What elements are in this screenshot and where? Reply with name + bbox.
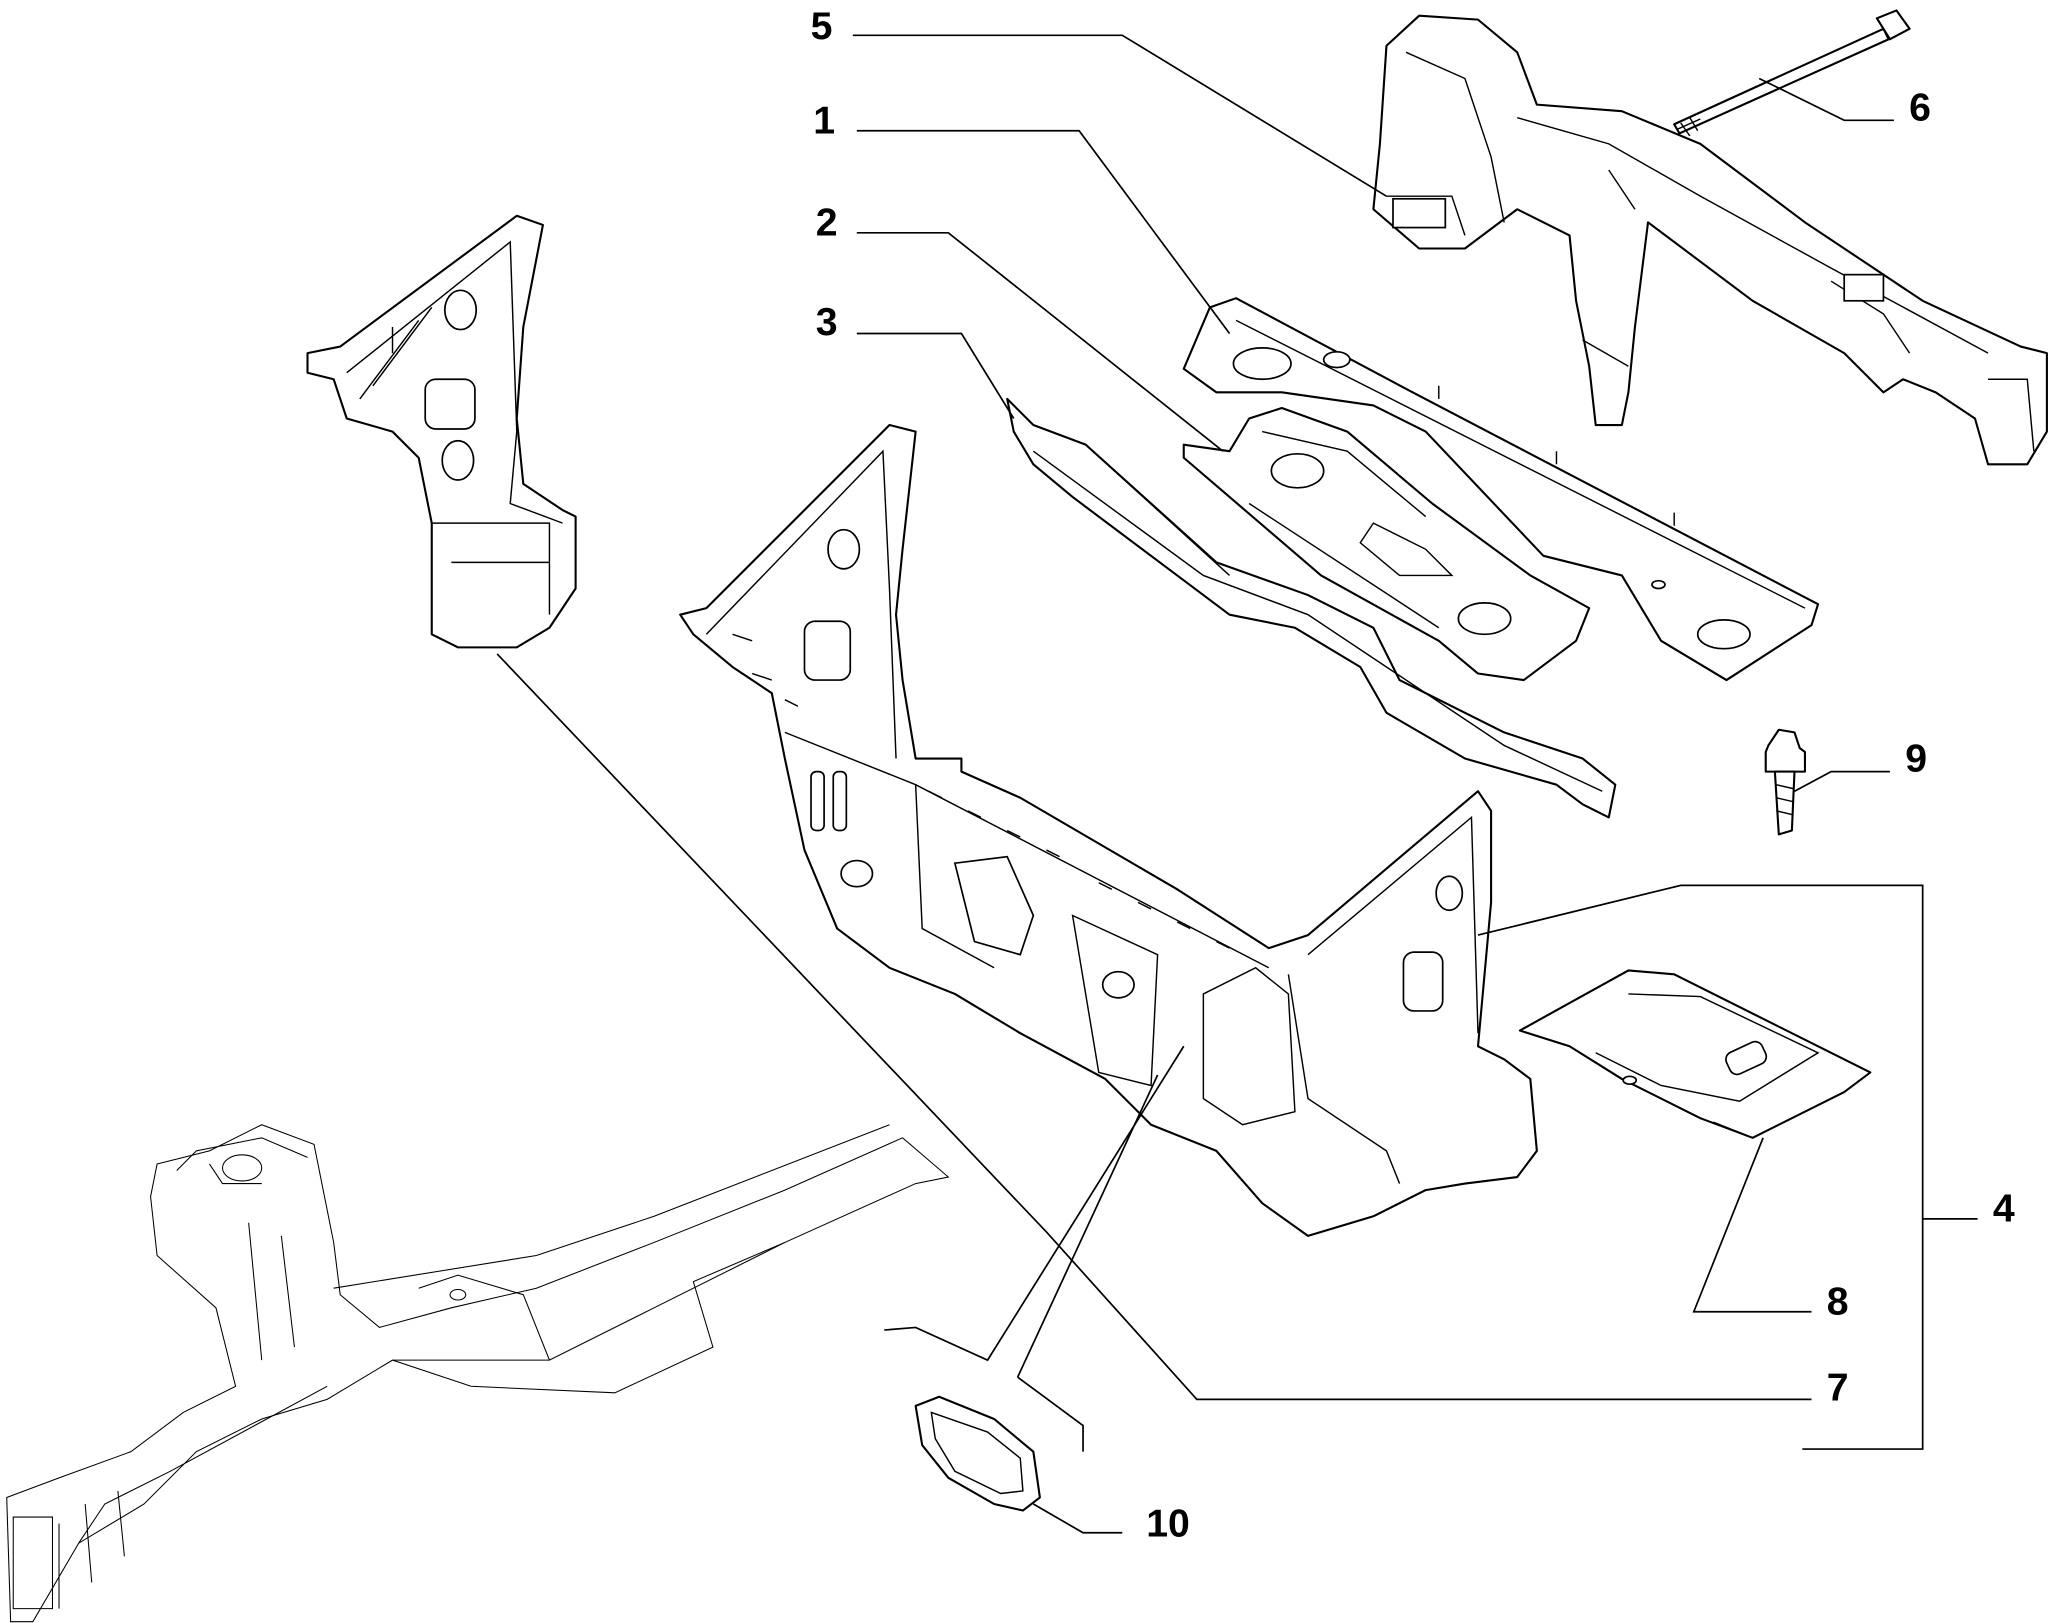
leader-4 — [1477, 884, 1924, 1450]
leader-10-c — [1017, 1376, 1084, 1452]
leader-10-a — [884, 1045, 1185, 1362]
callouts: 5 1 2 3 6 9 4 8 7 10 — [811, 4, 2015, 1545]
part-6-long-bolt — [1673, 9, 1911, 137]
leader-9 — [1794, 770, 1890, 792]
leader-7 — [496, 653, 1812, 1401]
callout-4: 4 — [1993, 1187, 2015, 1231]
leader-10 — [1032, 1503, 1123, 1534]
part-3-strip — [1006, 397, 1617, 819]
callout-7: 7 — [1827, 1366, 1849, 1410]
callout-9: 9 — [1905, 737, 1927, 781]
context-floor-rail — [6, 1124, 950, 1623]
leader-8 — [1692, 1137, 1812, 1313]
part-7-left-pillar — [306, 214, 577, 649]
callout-1: 1 — [813, 98, 835, 142]
callout-2: 2 — [816, 200, 838, 244]
leader-3 — [856, 332, 1015, 419]
callout-6: 6 — [1909, 85, 1931, 129]
part-2-tray — [1182, 406, 1591, 682]
leader-10-b — [1016, 1074, 1159, 1378]
part-4-bulkhead — [679, 423, 1538, 1237]
leader-6 — [1758, 77, 1894, 122]
part-8-small-tray — [1518, 969, 1872, 1139]
leader-1 — [856, 129, 1231, 334]
callout-5: 5 — [811, 4, 833, 48]
leader-lines — [496, 34, 1978, 1534]
callout-3: 3 — [816, 300, 838, 344]
leader-5 — [852, 34, 1387, 197]
callout-8: 8 — [1827, 1279, 1849, 1323]
part-10-grommet — [914, 1395, 1041, 1512]
part-9-bolt — [1764, 728, 1807, 836]
leader-2 — [856, 231, 1224, 452]
part-dashboard-crossbeam — [1372, 14, 2048, 466]
part-1-upper-panel — [1182, 297, 1820, 682]
callout-10: 10 — [1146, 1502, 1190, 1546]
